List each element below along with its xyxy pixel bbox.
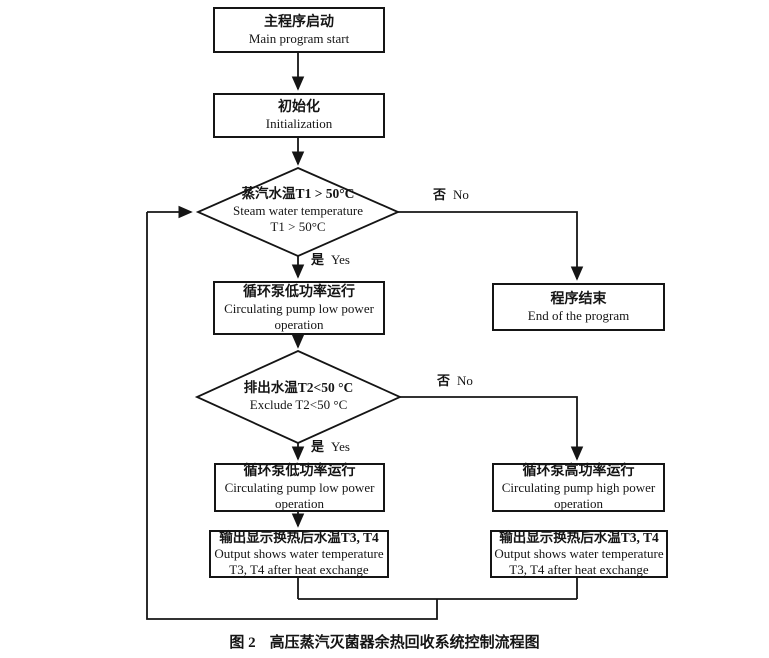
branch-label-no-2-en: No xyxy=(457,373,473,388)
node-initialization-en: Initialization xyxy=(265,116,333,132)
node-output-right-en2: T3, T4 after heat exchange xyxy=(509,562,649,578)
node-decision-t2-text: 排出水温T2<50 °C Exclude T2<50 °C xyxy=(197,380,400,413)
node-pump-low-1-en1: Circulating pump low power xyxy=(224,300,374,316)
figure-caption: 图 2 高压蒸汽灭菌器余热回收系统控制流程图 xyxy=(0,631,769,652)
decision-diamond-t1 xyxy=(195,167,401,257)
node-output-right: 输出显示换热后水温T3, T4 Output shows water tempe… xyxy=(490,530,668,578)
edge-decision1-no xyxy=(398,211,584,281)
node-program-end-en: End of the program xyxy=(527,307,630,323)
node-pump-low-2-en2: operation xyxy=(274,496,325,512)
branch-label-no-1: 否 No xyxy=(433,188,469,201)
node-pump-low-2: 循环泵低功率运行 Circulating pump low power oper… xyxy=(214,463,385,512)
node-pump-low-2-en1: Circulating pump low power xyxy=(224,480,375,496)
node-pump-high: 循环泵高功率运行 Circulating pump high power ope… xyxy=(492,463,665,512)
edge-loop-bus xyxy=(146,212,578,620)
decision-diamond-t2 xyxy=(194,350,403,444)
node-main-program-start-zh: 主程序启动 xyxy=(264,14,334,30)
branch-label-yes-2-zh: 是 xyxy=(311,439,325,454)
edge-decision2-no xyxy=(400,396,584,461)
branch-label-no-1-en: No xyxy=(453,187,469,202)
node-pump-high-en2: operation xyxy=(553,496,604,512)
branch-label-yes-2-en: Yes xyxy=(331,439,350,454)
node-initialization: 初始化 Initialization xyxy=(213,93,385,138)
node-decision-t1-en2: T1 > 50°C xyxy=(270,219,326,235)
node-output-right-en1: Output shows water temperature xyxy=(494,546,664,562)
node-pump-low-2-zh: 循环泵低功率运行 xyxy=(243,464,356,480)
figure-caption-number: 图 2 xyxy=(229,635,256,651)
branch-label-yes-1-en: Yes xyxy=(331,252,350,267)
node-main-program-start: 主程序启动 Main program start xyxy=(213,7,385,53)
node-pump-high-en1: Circulating pump high power xyxy=(501,480,656,496)
node-program-end: 程序结束 End of the program xyxy=(492,283,665,331)
node-output-right-zh: 输出显示换热后水温T3, T4 xyxy=(499,529,659,545)
node-output-left-en2: T3, T4 after heat exchange xyxy=(229,562,369,578)
node-program-end-zh: 程序结束 xyxy=(550,291,607,307)
branch-label-no-2: 否 No xyxy=(437,374,473,387)
branch-label-yes-1-zh: 是 xyxy=(311,252,325,267)
node-decision-t2-en1: Exclude T2<50 °C xyxy=(249,396,348,412)
node-decision-t1-zh: 蒸汽水温T1 > 50°C xyxy=(241,186,355,201)
node-decision-t1-text: 蒸汽水温T1 > 50°C Steam water temperature T1… xyxy=(198,186,398,235)
node-pump-low-1-en2: operation xyxy=(274,316,324,332)
node-output-left: 输出显示换热后水温T3, T4 Output shows water tempe… xyxy=(209,530,389,578)
node-pump-low-1-zh: 循环泵低功率运行 xyxy=(243,284,355,300)
node-decision-t1-en1: Steam water temperature xyxy=(233,202,363,218)
branch-label-no-2-zh: 否 xyxy=(437,373,451,388)
node-pump-high-zh: 循环泵高功率运行 xyxy=(522,464,635,480)
node-output-left-en1: Output shows water temperature xyxy=(214,546,384,562)
branch-label-yes-2: 是 Yes xyxy=(311,440,350,453)
node-decision-t2-zh: 排出水温T2<50 °C xyxy=(243,380,354,395)
node-pump-low-1: 循环泵低功率运行 Circulating pump low power oper… xyxy=(213,281,385,335)
node-initialization-zh: 初始化 xyxy=(278,100,320,116)
node-main-program-start-en: Main program start xyxy=(248,30,350,46)
node-output-left-zh: 输出显示换热后水温T3, T4 xyxy=(219,529,379,545)
branch-label-no-1-zh: 否 xyxy=(433,187,447,202)
figure-caption-title: 高压蒸汽灭菌器余热回收系统控制流程图 xyxy=(269,635,540,651)
branch-label-yes-1: 是 Yes xyxy=(311,253,350,266)
